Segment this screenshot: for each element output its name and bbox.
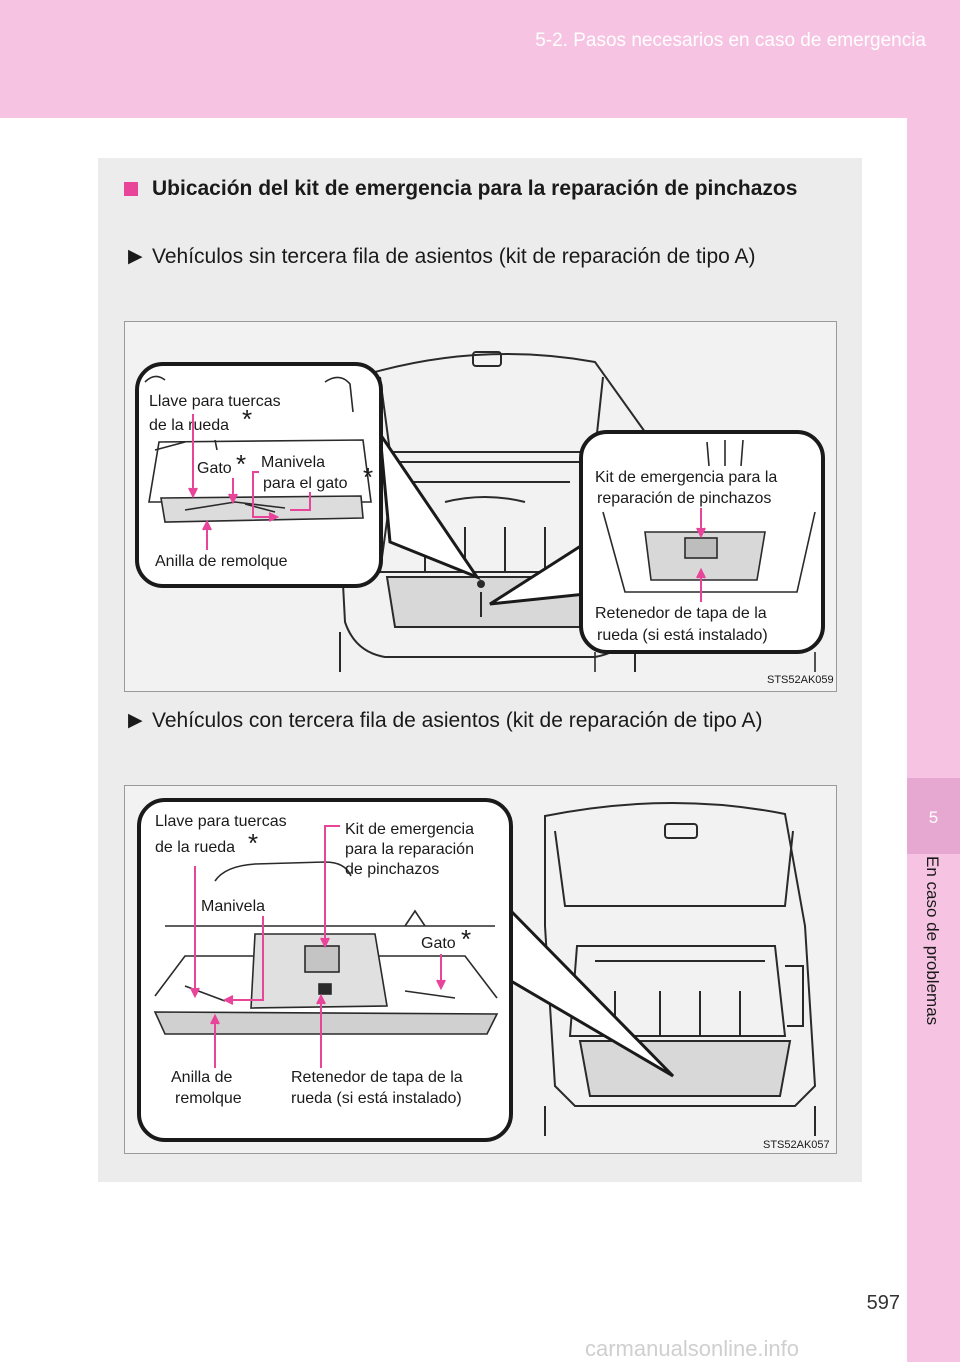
label-kit-line3: de pinchazos [345, 861, 439, 878]
figure-code: STS52AK059 [767, 674, 834, 686]
vehicle-rear-illustration [544, 802, 817, 1136]
footer-watermark: carmanualsonline.info [585, 1336, 800, 1361]
tool-compartment-illustration [144, 375, 372, 523]
figure-1-illustration: Llave para tuercas de la rueda * Gato * … [135, 351, 834, 686]
pointer-lines-right [696, 508, 706, 602]
heading-text: Ubicación del kit de emergencia para la … [152, 177, 798, 200]
callout-wedge-left [378, 433, 482, 581]
label-kit-line1: Kit de emergencia para la [595, 469, 777, 486]
chapter-title-vertical: En caso de problemas [907, 856, 960, 1096]
bullet-text: Vehículos sin tercera fila de asientos (… [152, 245, 756, 268]
label-handle: Manivela [201, 898, 265, 915]
label-jack: Gato [421, 935, 456, 952]
label-retainer-line2: rueda (si está instalado) [291, 1090, 462, 1107]
label-tow-ring: Anilla de remolque [155, 553, 288, 570]
kit-compartment-illustration [594, 439, 816, 672]
label-handle-line1: Manivela [261, 454, 325, 471]
detail-panel-tools [135, 362, 383, 588]
triangle-bullet-icon: ▶ [128, 246, 143, 267]
bullet-text: Vehículos con tercera fila de asientos (… [152, 709, 763, 732]
label-retainer-line1: Retenedor de tapa de la [595, 605, 767, 622]
label-tow-line2: remolque [175, 1090, 242, 1107]
figure-2-illustration: Llave para tuercas de la rueda * Kit de … [137, 798, 830, 1151]
triangle-bullet-icon: ▶ [128, 710, 143, 731]
label-retainer-line2: rueda (si está instalado) [597, 627, 768, 644]
pointer-lines-left [188, 414, 311, 550]
asterisk-jack: * [236, 449, 246, 479]
chapter-title: En caso de problemas [922, 856, 942, 1026]
asterisk-wrench: * [248, 828, 258, 858]
bullet-no-third-row: ▶ Vehículos sin tercera fila de asientos… [128, 240, 834, 273]
page-number: 597 [866, 1292, 900, 1314]
pointer-lines [190, 825, 446, 1068]
label-retainer-line1: Retenedor de tapa de la [291, 1069, 463, 1086]
header-band: 5-2. Pasos necesarios en caso de emergen… [0, 0, 960, 118]
label-handle-line2: para el gato [263, 475, 348, 492]
label-wrench-line1: Llave para tuercas [155, 813, 287, 830]
figure-no-third-row: Llave para tuercas de la rueda * Gato * … [124, 321, 837, 692]
figure-code: STS52AK057 [763, 1139, 830, 1151]
figure-third-row: Llave para tuercas de la rueda * Kit de … [124, 785, 837, 1154]
svg-text:de la rueda: de la rueda [149, 417, 229, 434]
chapter-number: 5 [928, 808, 939, 827]
chapter-number-box [907, 778, 960, 854]
section-heading: Ubicación del kit de emergencia para la … [124, 172, 830, 206]
asterisk-wrench: * [242, 404, 252, 434]
label-kit-line2: reparación de pinchazos [597, 490, 771, 507]
asterisk-handle: * [363, 462, 373, 492]
label-kit-line2: para la reparación [345, 841, 474, 858]
label-kit-line1: Kit de emergencia [345, 821, 474, 838]
bullet-third-row: ▶ Vehículos con tercera fila de asientos… [128, 704, 834, 737]
label-jack: Gato [197, 460, 232, 477]
section-title: 5-2. Pasos necesarios en caso de emergen… [535, 30, 926, 51]
label-wrench-line2: de la rueda [149, 417, 229, 434]
square-bullet-icon [124, 182, 138, 196]
label-wrench-line1: Llave para tuercas [149, 393, 281, 410]
label-wrench-line2: de la rueda [155, 839, 235, 856]
chapter-side-tab [907, 118, 960, 1362]
svg-text:Llave para tuercas: Llave para tuercas [149, 393, 281, 410]
label-tow-line1: Anilla de [171, 1069, 232, 1086]
asterisk-jack: * [461, 924, 471, 954]
compartment-illustration [153, 861, 499, 1035]
